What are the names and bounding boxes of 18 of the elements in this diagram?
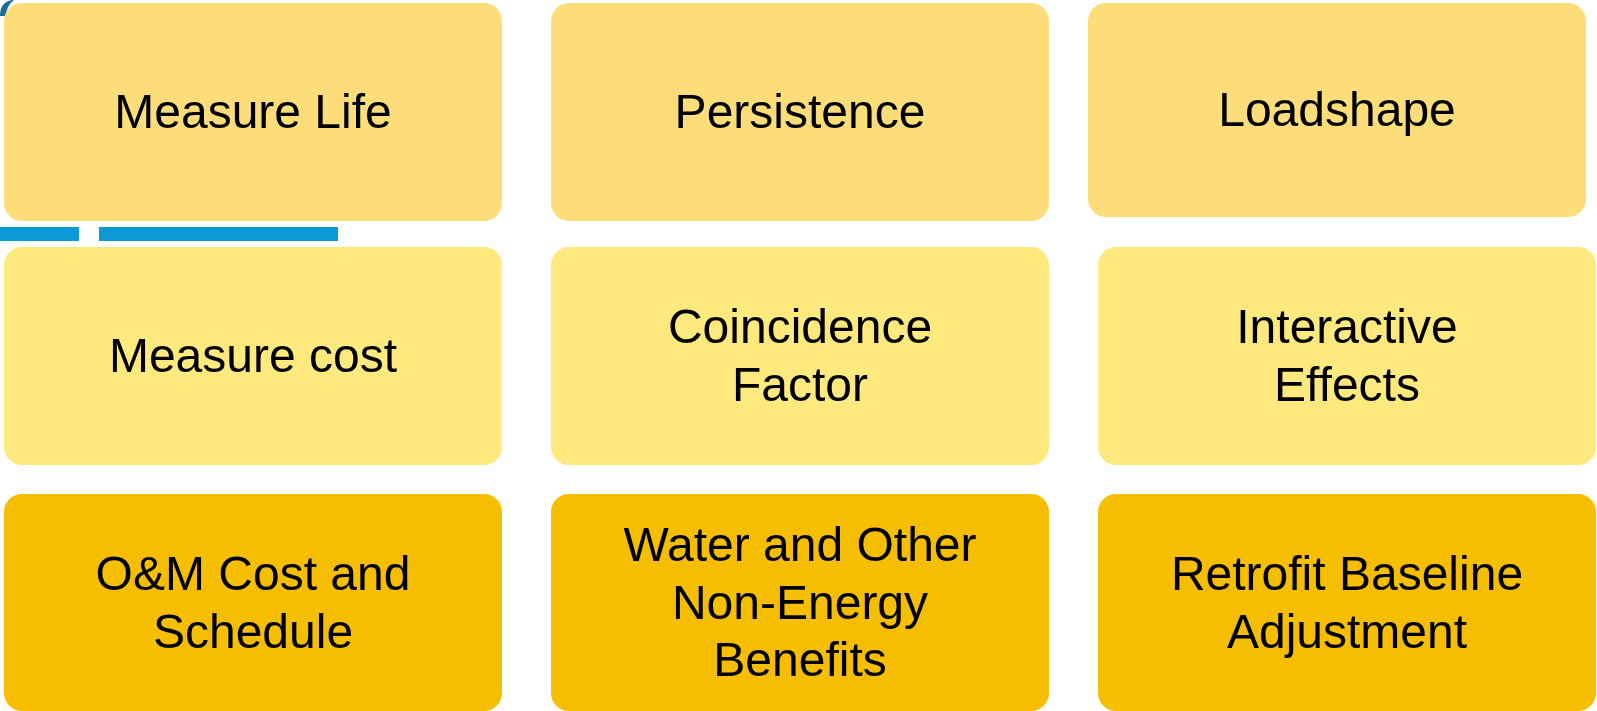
box-label: Persistence xyxy=(674,84,926,141)
box-label: O&M Cost and Schedule xyxy=(94,545,412,660)
text-box xyxy=(1088,3,1586,217)
box-label: Coincidence Factor xyxy=(666,299,934,413)
text-box xyxy=(4,494,502,711)
text-box xyxy=(4,3,502,221)
text-box xyxy=(1098,247,1596,465)
text-box xyxy=(551,247,1049,465)
text-box xyxy=(1098,494,1596,711)
text-box xyxy=(4,247,502,465)
box-label: Measure cost xyxy=(108,328,398,385)
box-label: Measure Life xyxy=(114,84,392,141)
text-box xyxy=(551,3,1049,221)
box-label: Water and Other Non-Energy Benefits xyxy=(622,517,978,689)
text-box xyxy=(551,494,1049,711)
box-label: Loadshape xyxy=(1218,82,1456,139)
box-label: Retrofit Baseline Adjustment xyxy=(1169,545,1525,660)
box-label: Interactive Effects xyxy=(1235,299,1459,413)
